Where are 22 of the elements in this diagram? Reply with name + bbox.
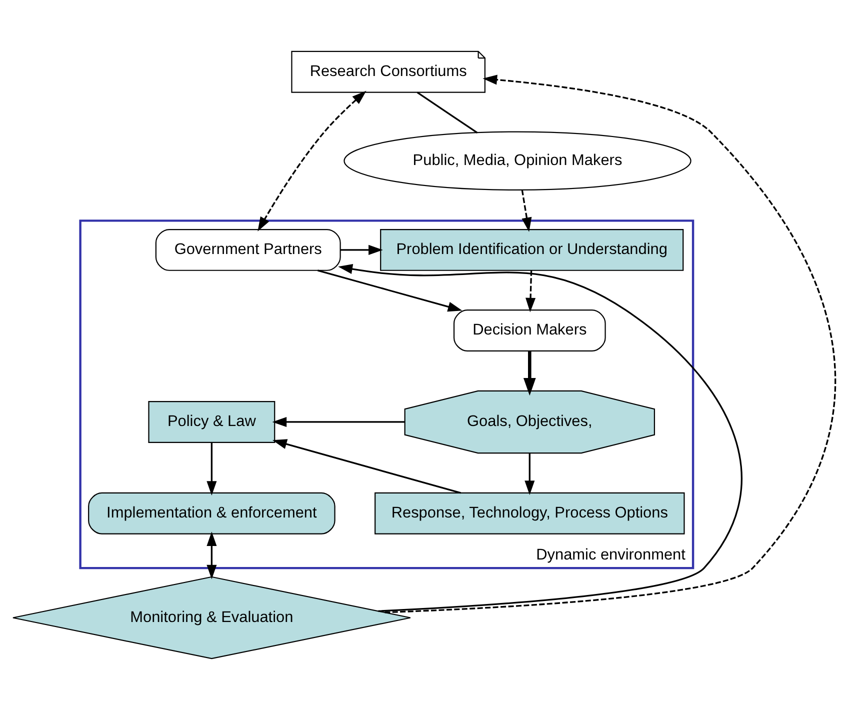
arrow — [526, 270, 536, 312]
arrow — [258, 90, 366, 231]
node-box: Policy & Law — [148, 400, 276, 442]
arrow — [384, 74, 836, 613]
node-box: Implementation & enforcement — [88, 492, 336, 534]
node-diamond: Monitoring & Evaluation — [12, 576, 411, 659]
arrow — [272, 438, 461, 494]
arrow — [272, 416, 405, 426]
node-box: Government Partners — [155, 228, 341, 270]
node-box: Problem Identification or Understanding — [380, 228, 684, 270]
connector — [416, 91, 478, 133]
arrow — [317, 269, 462, 312]
arrow — [340, 244, 383, 254]
arrow — [338, 264, 742, 612]
arrow — [206, 442, 217, 495]
node-box: Decision Makers — [453, 309, 606, 352]
arrow — [206, 531, 217, 579]
node-ellipse: Public, Media, Opinion Makers — [344, 130, 692, 190]
arrow — [521, 189, 532, 232]
arrow — [524, 452, 535, 494]
node-box: Response, Technology, Process Options — [374, 492, 685, 534]
arrow — [523, 350, 536, 396]
